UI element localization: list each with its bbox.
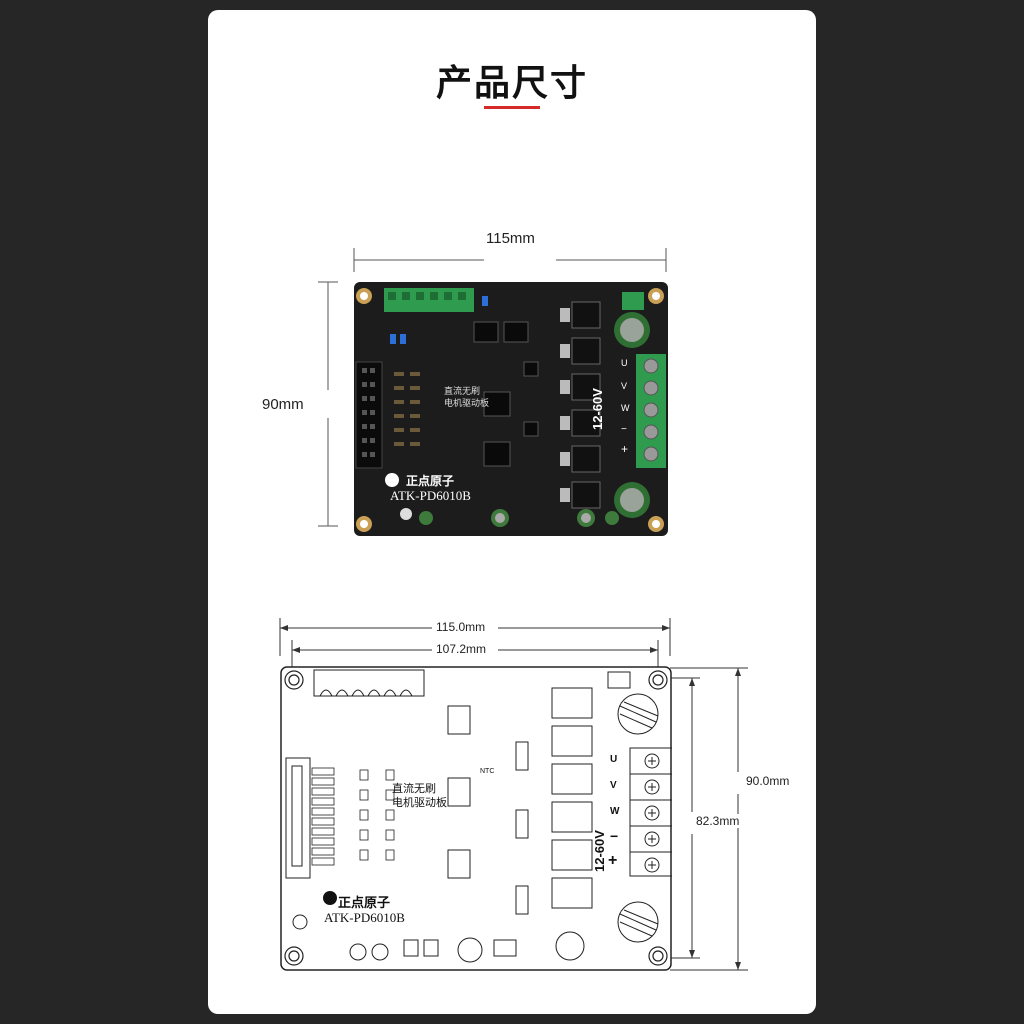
photo-model: ATK-PD6010B	[390, 488, 471, 503]
content-panel: 产品尺寸 115mm 90mm	[208, 10, 816, 1014]
title-underline	[484, 106, 540, 109]
photo-brand: 正点原子	[406, 474, 455, 488]
pcb-drawing	[280, 666, 672, 971]
drawing-model: ATK-PD6010B	[324, 910, 405, 925]
drawing-terminal-plus: +	[608, 852, 618, 869]
drawing-board-subtitle: 电机驱动板	[392, 796, 447, 809]
page-title: 产品尺寸	[435, 63, 588, 104]
drawing-width-outer: 115.0mm	[434, 620, 488, 634]
drawing-height-inner: 82.3mm	[694, 814, 742, 828]
drawing-height-outer: 90.0mm	[744, 774, 792, 788]
drawing-terminal-minus: −	[610, 828, 619, 844]
photo-board-title: 直流无刷	[444, 387, 481, 397]
drawing-terminal-w: W	[610, 806, 620, 817]
drawing-board-title: 直流无刷	[392, 782, 436, 795]
drawing-terminal-u: U	[610, 754, 618, 765]
photo-height-label: 90mm	[262, 396, 304, 413]
drawing-ntc-label: NTC	[480, 768, 495, 775]
photo-width-label: 115mm	[486, 230, 535, 247]
photo-terminal-u: U	[621, 358, 628, 368]
drawing-voltage: 12-60V	[592, 830, 607, 872]
photo-dimension-lines	[318, 248, 667, 527]
photo-terminal-w: W	[621, 403, 630, 413]
photo-board-subtitle: 电机驱动板	[444, 399, 490, 409]
photo-terminal-minus: −	[621, 424, 627, 435]
photo-terminal-plus: +	[621, 442, 629, 456]
photo-voltage: 12-60V	[590, 388, 605, 430]
pcb-photo	[354, 282, 668, 536]
photo-terminal-v: V	[621, 381, 628, 391]
drawing-brand: 正点原子	[338, 896, 391, 911]
drawing-terminal-v: V	[610, 780, 617, 791]
drawing-dimension-lines	[279, 618, 748, 971]
drawing-width-inner: 107.2mm	[434, 642, 489, 656]
